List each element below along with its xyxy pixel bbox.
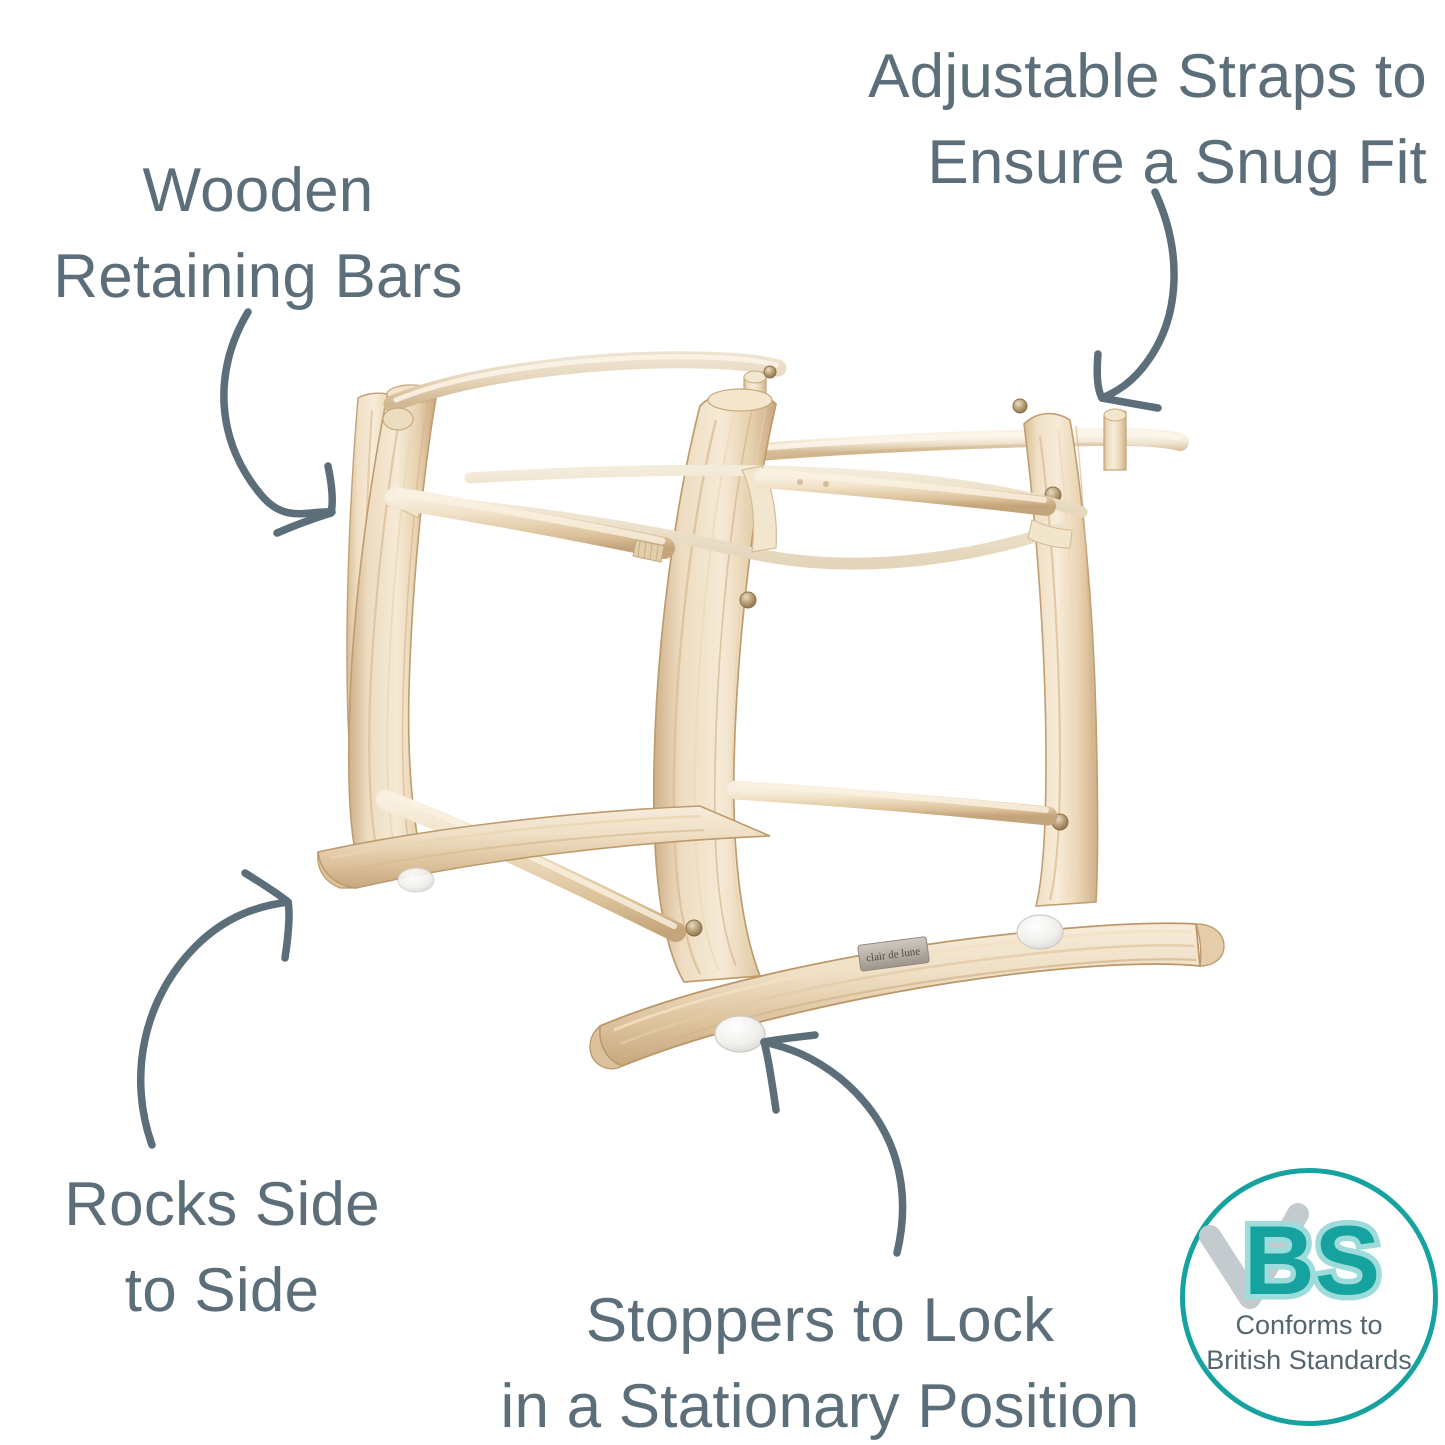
vbs-british-standards-badge: BS BS Conforms to British Standards <box>1180 1168 1438 1426</box>
leg-front-right <box>1023 412 1099 907</box>
brand-plaque: clair de lune <box>857 936 930 972</box>
badge-vbs-mark: BS BS <box>1199 1200 1386 1314</box>
annotation-adjustable-straps: Adjustable Straps to Ensure a Snug Fit <box>868 42 1427 197</box>
annotation-stoppers-to-lock: Stoppers to Lock in a Stationary Positio… <box>500 1286 1140 1441</box>
check-icon <box>1199 1203 1309 1309</box>
stoppers <box>397 867 1064 1053</box>
rocker-base-back <box>317 805 771 889</box>
badge-caption: Conforms to British Standards <box>1206 1310 1412 1375</box>
post-rear-right <box>1103 408 1127 471</box>
retaining-bar-upper-left <box>385 487 675 563</box>
annotation-rocks-side-to-side: Rocks Side to Side <box>64 1170 380 1325</box>
retaining-bar-lower-right <box>726 780 1058 826</box>
screws <box>763 365 1028 414</box>
retaining-bar-upper-right <box>754 468 1056 516</box>
badge-letters-halo: BS <box>1244 1205 1380 1314</box>
top-rail-back <box>382 351 787 431</box>
badge-letters: BS <box>1244 1205 1380 1314</box>
rocker-base-front <box>589 922 1225 1070</box>
badge-ring <box>1180 1168 1438 1426</box>
annotation-wooden-retaining-bars: Wooden Retaining Bars <box>53 156 463 311</box>
